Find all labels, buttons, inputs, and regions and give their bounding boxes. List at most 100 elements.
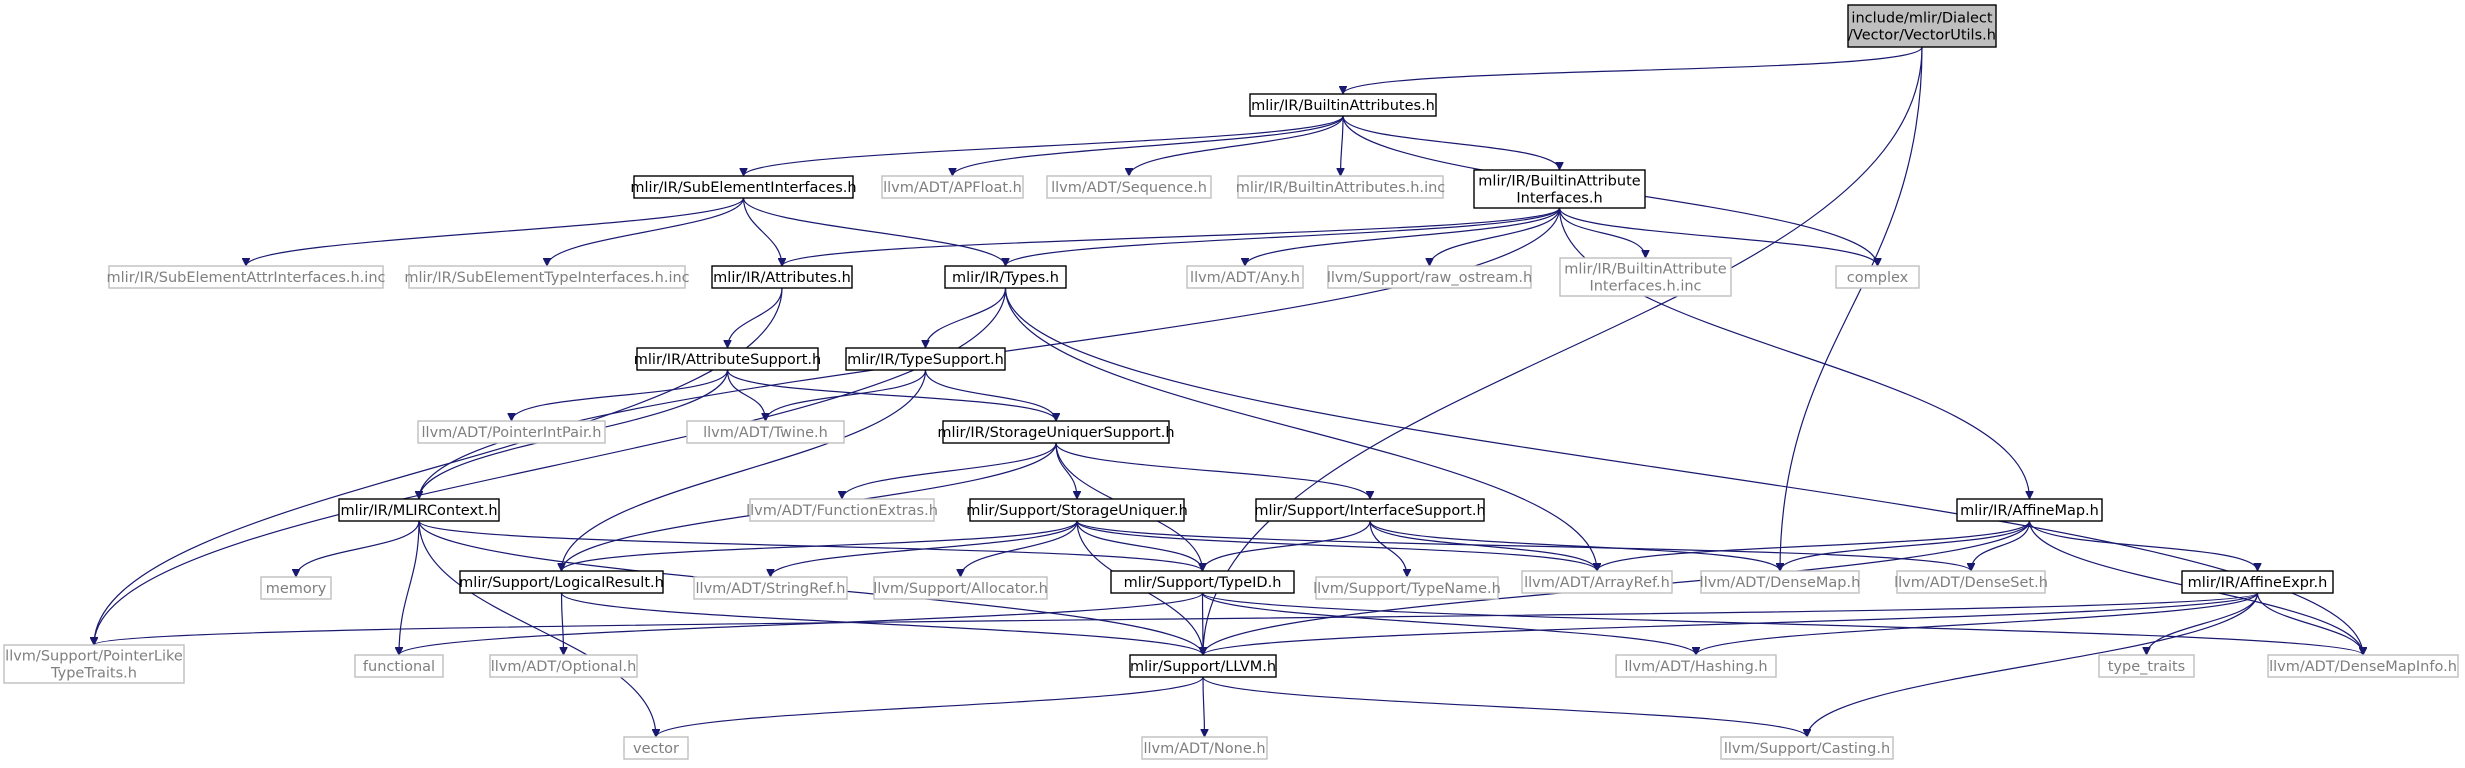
node-label: mlir/IR/AffineExpr.h xyxy=(2188,575,2328,591)
node-box xyxy=(881,175,1024,199)
edge-types-to-typesupport xyxy=(926,287,1007,349)
node-label: mlir/IR/StorageUniquerSupport.h xyxy=(937,425,1174,441)
node-subelem[interactable]: mlir/IR/SubElementInterfaces.h xyxy=(630,175,857,199)
node-label: Interfaces.h xyxy=(1516,191,1602,207)
edge-ifacesupport-to-arrayref xyxy=(1369,520,1597,572)
node-memory: memory xyxy=(260,576,332,600)
node-box xyxy=(459,570,664,594)
node-logicalres[interactable]: mlir/Support/LogicalResult.h xyxy=(459,570,664,594)
node-label: llvm/Support/raw_ostream.h xyxy=(1327,270,1532,286)
node-typeid[interactable]: mlir/Support/TypeID.h xyxy=(1110,570,1295,594)
node-allocator: llvm/Support/Allocator.h xyxy=(873,576,1048,600)
node-label: llvm/ADT/Optional.h xyxy=(491,659,637,675)
node-box xyxy=(2098,654,2195,678)
node-box xyxy=(749,498,935,522)
node-mlircontext[interactable]: mlir/IR/MLIRContext.h xyxy=(338,498,500,522)
node-vector: vector xyxy=(623,736,689,760)
edge-attrsupport-to-twine xyxy=(726,369,766,421)
node-label: /Vector/VectorUtils.h xyxy=(1848,28,1996,44)
edge-typeid-to-hashing xyxy=(1201,592,1697,656)
node-box xyxy=(1559,257,1732,297)
node-types[interactable]: mlir/IR/Types.h xyxy=(944,265,1067,289)
node-storageuniqsup[interactable]: mlir/IR/StorageUniquerSupport.h xyxy=(937,420,1175,444)
edge-subelem-to-seattrinc xyxy=(246,197,745,267)
node-label: llvm/ADT/ArrayRef.h xyxy=(1524,575,1670,591)
edge-typeid-to-densemapinfo xyxy=(1201,592,2364,656)
edge-llvmh-to-casting xyxy=(1202,676,1807,738)
node-label: Interfaces.h.inc xyxy=(1589,279,1701,295)
node-affinemap[interactable]: mlir/IR/AffineMap.h xyxy=(1956,498,2103,522)
edge-builtinattr-to-builtininc xyxy=(1341,115,1344,176)
node-box xyxy=(1720,736,1894,760)
edge-storageuniqsup-to-ifacesupport xyxy=(1055,442,1370,500)
node-box xyxy=(338,498,500,522)
node-ifacesupport[interactable]: mlir/Support/InterfaceSupport.h xyxy=(1254,498,1486,522)
node-box xyxy=(942,420,1170,444)
node-label: complex xyxy=(1847,270,1909,286)
edge-subelem-to-setypeinc xyxy=(547,197,745,267)
node-builtinattr[interactable]: mlir/IR/BuiltinAttributes.h xyxy=(1249,93,1437,117)
node-label: llvm/ADT/StringRef.h xyxy=(696,581,846,597)
edge-subelem-to-attributes xyxy=(742,197,783,266)
edge-baiface-to-rawostream xyxy=(1430,207,1561,267)
node-typesupport[interactable]: mlir/IR/TypeSupport.h xyxy=(845,347,1006,371)
node-apfloat: llvm/ADT/APFloat.h xyxy=(881,175,1024,199)
edge-builtinattr-to-baiface xyxy=(1342,115,1560,171)
edge-mlircontext-to-memory xyxy=(296,520,420,578)
edge-affinemap-to-arrayref xyxy=(1597,520,2031,572)
node-box xyxy=(1615,654,1777,678)
node-hashing: llvm/ADT/Hashing.h xyxy=(1615,654,1777,678)
node-box xyxy=(636,347,819,371)
node-label: mlir/Support/InterfaceSupport.h xyxy=(1254,503,1485,519)
node-label: mlir/IR/Attributes.h xyxy=(713,270,851,286)
node-label: mlir/IR/AffineMap.h xyxy=(1960,503,2099,519)
edge-affineexpr-to-casting xyxy=(1807,592,2259,737)
node-box xyxy=(1249,93,1437,117)
node-box xyxy=(2267,654,2459,678)
node-box xyxy=(408,265,686,289)
edge-storageuniq-to-denseset xyxy=(1076,520,1971,572)
node-attributes[interactable]: mlir/IR/Attributes.h xyxy=(711,265,853,289)
node-box xyxy=(873,576,1048,600)
edge-storageuniq-to-typeid xyxy=(1076,520,1203,572)
node-none: llvm/ADT/None.h xyxy=(1141,736,1268,760)
node-storageuniq[interactable]: mlir/Support/StorageUniquer.h xyxy=(966,498,1188,522)
node-label: llvm/ADT/PointerIntPair.h xyxy=(422,425,602,441)
node-box xyxy=(1315,576,1499,600)
nodes-layer: include/mlir/Dialect/Vector/VectorUtils.… xyxy=(3,4,2459,760)
edge-types-to-densemapinfo xyxy=(1004,287,2364,655)
edge-typeid-to-llvmh xyxy=(1203,592,1204,655)
edge-builtinattr-to-apfloat xyxy=(953,115,1344,177)
node-label: mlir/IR/MLIRContext.h xyxy=(340,503,497,519)
node-box xyxy=(1327,265,1532,289)
node-root[interactable]: include/mlir/Dialect/Vector/VectorUtils.… xyxy=(1847,4,1997,48)
edge-attributes-to-ptrlike xyxy=(94,287,783,645)
node-rawostream: llvm/Support/raw_ostream.h xyxy=(1327,265,1532,289)
edge-affineexpr-to-typetraits xyxy=(2147,592,2259,656)
edge-subelem-to-types xyxy=(742,197,1006,267)
node-label: llvm/ADT/Sequence.h xyxy=(1051,180,1207,196)
node-seattrinc: mlir/IR/SubElementAttrInterfaces.h.inc xyxy=(107,265,386,289)
node-label: mlir/Support/StorageUniquer.h xyxy=(966,503,1188,519)
node-label: llvm/ADT/DenseMap.h xyxy=(1700,575,1861,591)
edge-affinemap-to-densemap xyxy=(1780,520,2031,572)
node-attrsupport[interactable]: mlir/IR/AttributeSupport.h xyxy=(634,347,821,371)
node-label: llvm/ADT/Twine.h xyxy=(703,425,828,441)
edge-baiface-to-any xyxy=(1245,207,1561,267)
edge-baiface-to-types xyxy=(1006,207,1561,267)
node-box xyxy=(711,265,853,289)
node-box xyxy=(1700,570,1860,594)
node-box xyxy=(3,644,185,684)
edge-affineexpr-to-ptrlike xyxy=(94,592,2259,646)
node-label: mlir/IR/SubElementTypeInterfaces.h.inc xyxy=(404,270,689,286)
node-affineexpr[interactable]: mlir/IR/AffineExpr.h xyxy=(2181,570,2334,594)
node-label: mlir/Support/LogicalResult.h xyxy=(459,575,664,591)
node-label: memory xyxy=(266,581,327,597)
edge-ifacesupport-to-typeid xyxy=(1203,520,1371,572)
edge-baiface-to-baifaceinc xyxy=(1558,207,1646,259)
node-llvmh[interactable]: mlir/Support/LLVM.h xyxy=(1129,654,1277,678)
edge-builtinattr-to-sequence xyxy=(1129,115,1344,177)
node-label: llvm/ADT/DenseSet.h xyxy=(1894,575,2048,591)
